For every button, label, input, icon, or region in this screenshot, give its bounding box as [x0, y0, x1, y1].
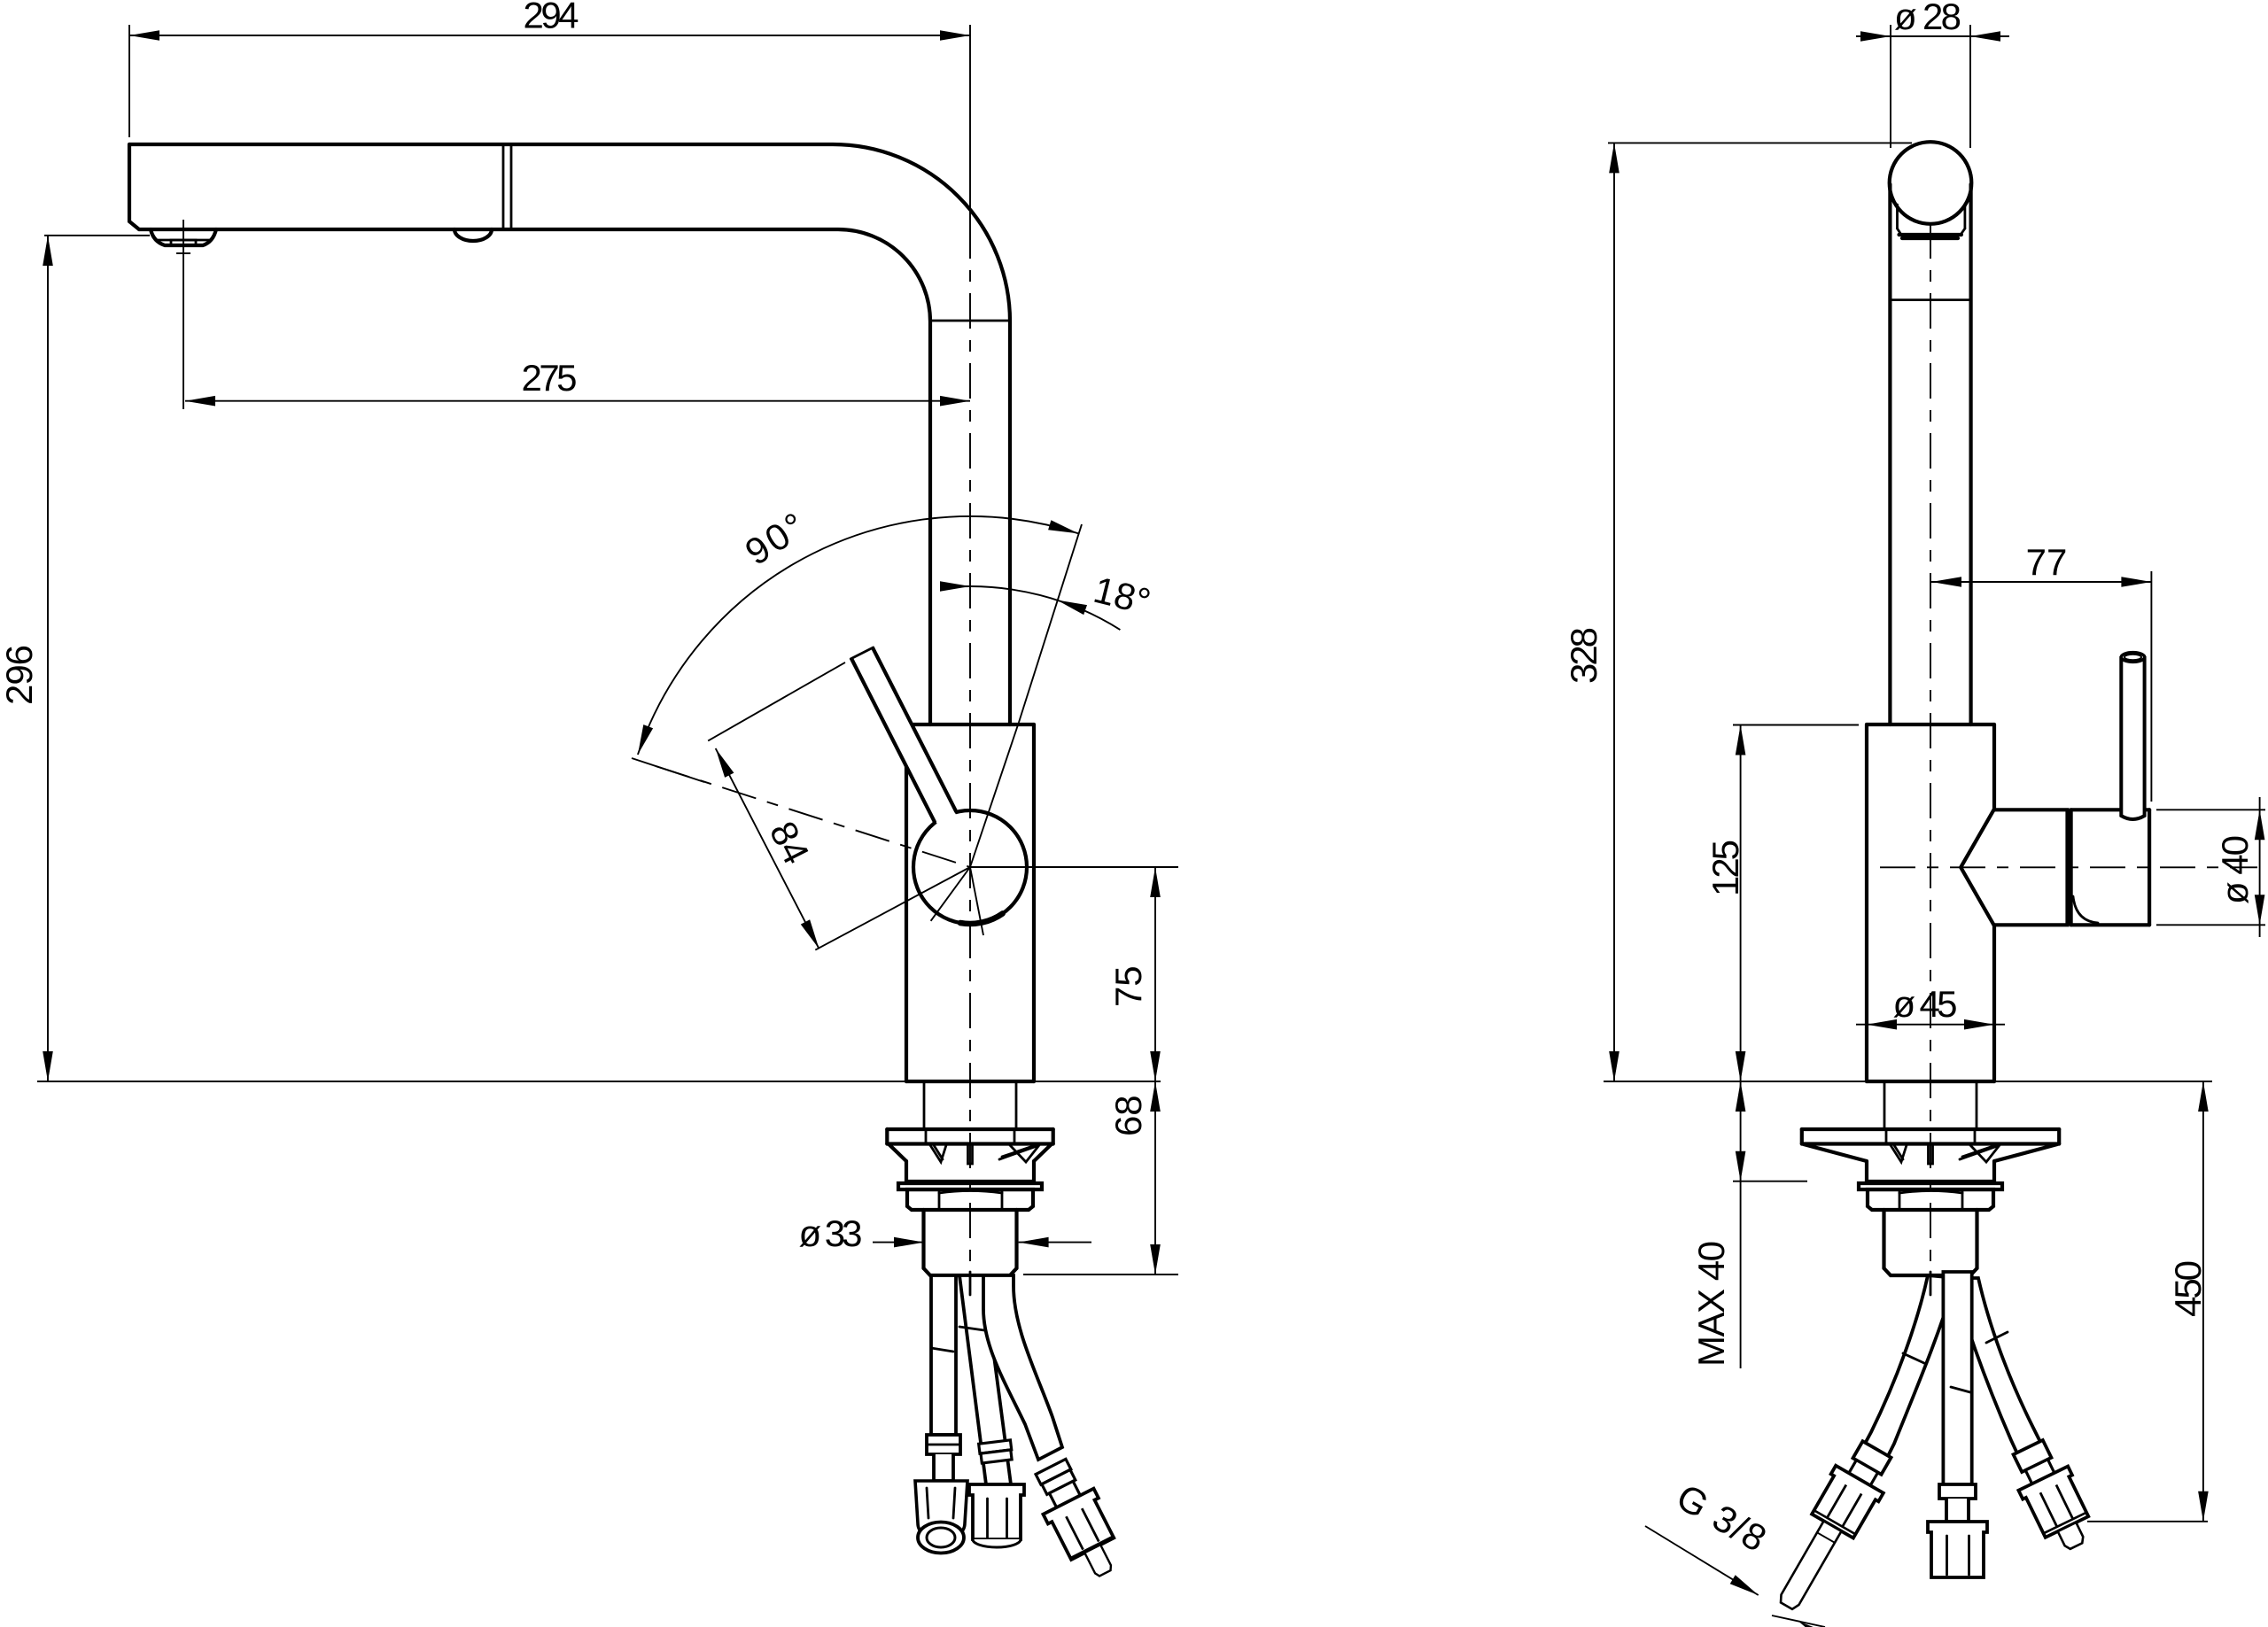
- svg-text:ø 33: ø 33: [799, 1213, 863, 1254]
- svg-text:75: 75: [1107, 965, 1149, 1007]
- svg-text:450: 450: [2167, 1260, 2209, 1317]
- svg-text:294: 294: [524, 0, 579, 36]
- svg-text:ø 40: ø 40: [2214, 835, 2256, 904]
- svg-text:77: 77: [2026, 541, 2068, 583]
- svg-text:MAX 40: MAX 40: [1690, 1241, 1732, 1367]
- svg-text:296: 296: [0, 645, 40, 705]
- svg-text:ø 45: ø 45: [1893, 983, 1958, 1025]
- svg-text:328: 328: [1563, 627, 1604, 684]
- svg-text:125: 125: [1705, 840, 1746, 896]
- svg-text:68: 68: [1107, 1095, 1149, 1136]
- svg-text:ø 28: ø 28: [1894, 0, 1961, 37]
- svg-text:275: 275: [522, 357, 578, 399]
